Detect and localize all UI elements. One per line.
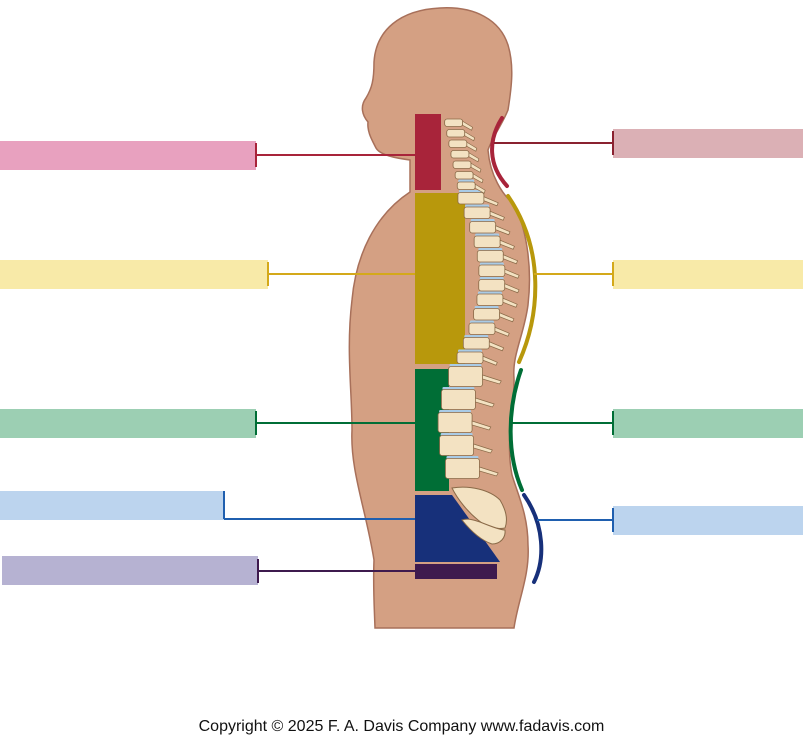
vertebra: [456, 351, 484, 364]
intervertebral-disc: [469, 320, 494, 324]
vertebra: [450, 150, 470, 159]
vertebral-column: [437, 118, 520, 479]
vertebra: [473, 235, 501, 248]
sacrum-leader: [223, 491, 415, 520]
vertebra: [473, 308, 501, 321]
spinous-process: [474, 183, 486, 194]
lumbar-curve-arc: [508, 368, 524, 492]
sacrum-label: [0, 491, 224, 520]
vertebra: [476, 250, 504, 263]
intervertebral-disc: [464, 335, 489, 338]
vertebra: [462, 337, 490, 350]
intervertebral-disc: [446, 456, 479, 459]
lumbar-vertebrae-label: [0, 409, 256, 438]
spinous-process: [470, 162, 482, 173]
spinous-process: [502, 297, 518, 308]
intervertebral-disc: [440, 433, 473, 436]
intervertebral-disc: [458, 349, 483, 353]
spinous-process: [482, 374, 502, 385]
spinous-process: [464, 131, 476, 142]
vertebra: [444, 118, 464, 127]
vertebra: [457, 192, 485, 205]
thoracic-curve-label: [613, 260, 803, 289]
spinous-process: [471, 420, 492, 431]
spinous-process: [499, 312, 515, 323]
spinous-process: [462, 120, 473, 131]
cervical-curve-arc: [490, 116, 509, 188]
spinous-process: [466, 141, 478, 152]
thoracic-curve-arc: [506, 194, 538, 364]
vertebra: [478, 279, 506, 292]
lumbar-curve-leader: [512, 411, 614, 435]
intervertebral-disc: [477, 291, 502, 295]
vertebra: [452, 160, 472, 169]
spinous-process: [502, 254, 519, 265]
sacral-curve-leader: [537, 508, 614, 532]
cervical-vertebrae-leader: [255, 143, 415, 167]
sacral-curve-label: [613, 506, 803, 535]
spinous-process: [475, 397, 495, 408]
vertebra: [463, 206, 491, 219]
intervertebral-disc: [479, 262, 504, 266]
cervical-region-bar: [415, 114, 441, 190]
sacral-curve-arc: [522, 493, 544, 584]
vertebra: [445, 458, 480, 479]
coccyx-bone: [461, 518, 506, 545]
spinous-process: [504, 268, 520, 279]
coccyx-leader: [257, 559, 415, 583]
vertebra: [439, 435, 474, 456]
lumbar-vertebrae-leader: [255, 411, 415, 435]
spinous-process: [499, 239, 515, 250]
spinous-process: [472, 173, 484, 184]
sacral-region-bar: [415, 495, 500, 562]
intervertebral-disc: [449, 364, 482, 367]
intervertebral-disc: [442, 387, 475, 390]
vertebra: [456, 181, 476, 190]
spinous-process: [473, 443, 493, 454]
vertebra: [478, 264, 506, 277]
vertebra: [441, 389, 476, 410]
thoracic-vertebrae-leader: [267, 262, 415, 286]
vertebra: [437, 412, 473, 433]
spinous-process: [504, 283, 520, 294]
coccygeal-region-bar: [415, 564, 497, 579]
copyright-text: Copyright © 2025 F. A. Davis Company www…: [198, 718, 605, 735]
vertebra: [454, 171, 474, 180]
thoracic-region-bar: [415, 193, 465, 364]
intervertebral-disc: [479, 277, 504, 280]
thoracic-vertebrae-label: [0, 260, 268, 289]
spinous-process: [495, 225, 511, 236]
vertebra: [468, 322, 496, 335]
intervertebral-disc: [439, 410, 472, 413]
spinous-process: [494, 326, 510, 337]
vertebra: [448, 366, 483, 387]
vertebra: [476, 293, 504, 306]
vertebra: [469, 221, 497, 234]
spinous-process: [489, 210, 505, 221]
sacrum-bone: [451, 486, 507, 529]
spinous-process: [479, 466, 499, 477]
coccyx-label: [2, 556, 258, 585]
vertebra: [446, 129, 466, 138]
intervertebral-disc: [474, 306, 499, 309]
spinous-process: [488, 341, 505, 352]
lumbar-curve-label: [613, 409, 803, 438]
cervical-curve-label: [613, 129, 803, 158]
thoracic-curve-leader: [534, 262, 614, 286]
cervical-vertebrae-label: [0, 141, 256, 170]
cervical-curve-leader: [494, 131, 614, 155]
vertebra: [448, 139, 468, 148]
spinous-process: [482, 355, 498, 366]
spinous-process: [483, 196, 499, 207]
spinous-process: [468, 152, 480, 163]
